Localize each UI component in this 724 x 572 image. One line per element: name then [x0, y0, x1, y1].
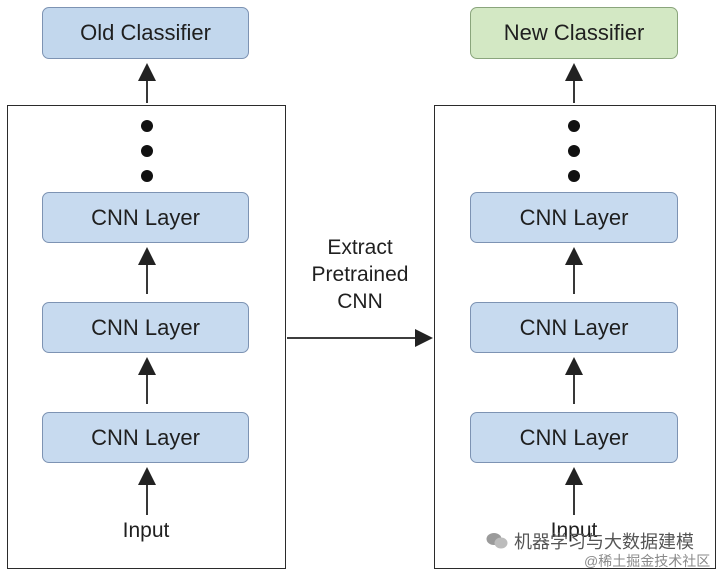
- left-input-label: Input: [122, 519, 170, 542]
- right-cnn-layer-1: CNN Layer: [470, 412, 678, 463]
- right-cnn-layer-2: CNN Layer: [470, 302, 678, 353]
- new-classifier-box: New Classifier: [470, 7, 678, 59]
- ellipsis-dot-5: [568, 145, 580, 157]
- watermark: 机器学习与大数据建模: [486, 528, 694, 554]
- ellipsis-dot-4: [568, 120, 580, 132]
- ellipsis-dot-3: [141, 170, 153, 182]
- right-cnn-layer-3: CNN Layer: [470, 192, 678, 243]
- old-classifier-box: Old Classifier: [42, 7, 249, 59]
- wechat-icon: [486, 533, 508, 549]
- ellipsis-dot-6: [568, 170, 580, 182]
- ellipsis-dot-1: [141, 120, 153, 132]
- transfer-label: Extract Pretrained CNN: [311, 236, 409, 313]
- ellipsis-dot-2: [141, 145, 153, 157]
- left-cnn-layer-3: CNN Layer: [42, 192, 249, 243]
- left-cnn-layer-1: CNN Layer: [42, 412, 249, 463]
- watermark-subtext: @稀土掘金技术社区: [584, 553, 711, 569]
- left-cnn-layer-2: CNN Layer: [42, 302, 249, 353]
- watermark-text: 机器学习与大数据建模: [514, 532, 694, 552]
- right-input-label: Input: [550, 519, 598, 542]
